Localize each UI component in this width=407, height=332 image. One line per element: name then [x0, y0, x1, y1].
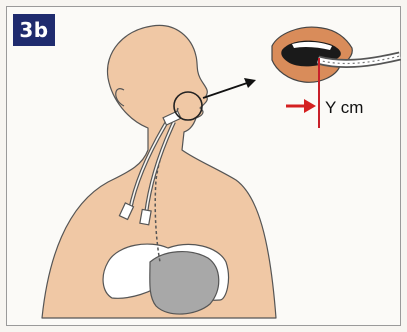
figure-badge: 3b — [13, 14, 55, 46]
tube-connector-right — [140, 209, 151, 224]
mouth-closeup — [272, 27, 400, 82]
measurement-label: Y cm — [325, 98, 363, 118]
red-arrow-head — [304, 99, 316, 113]
ear — [116, 89, 124, 106]
pointer-arrow-line — [203, 82, 250, 98]
